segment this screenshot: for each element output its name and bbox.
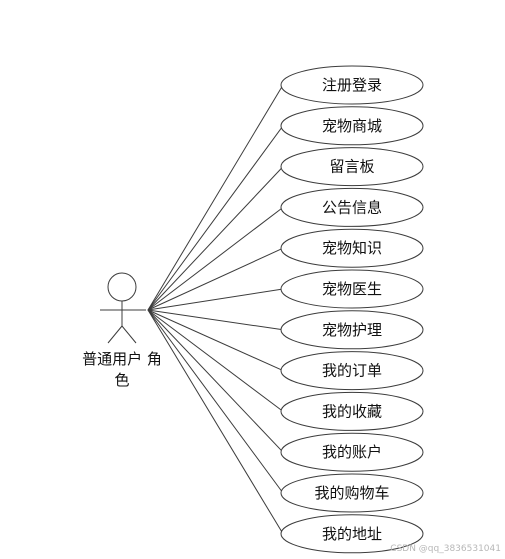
use-case: 我的购物车 [280,473,424,513]
use-case-list: 注册登录宠物商城留言板公告信息宠物知识宠物医生宠物护理我的订单我的收藏我的账户我… [280,65,424,554]
use-case: 留言板 [280,147,424,187]
use-case-ellipse [280,514,424,554]
use-case: 我的收藏 [280,391,424,431]
use-case: 宠物知识 [280,228,424,268]
association-lines [147,84,284,535]
use-case: 我的订单 [280,351,424,391]
use-case-label: 宠物医生 [322,280,382,298]
actor-right-leg [121,325,137,344]
actor-figure: 普通用户 角 色 [82,272,162,389]
use-case: 公告信息 [280,187,424,227]
actor-label-line-1: 普通用户 角 [82,350,162,368]
use-case-ellipse [280,187,424,227]
use-case-label: 宠物护理 [322,321,382,339]
use-case: 宠物护理 [280,310,424,350]
use-case: 我的地址 [280,514,424,554]
association-line [147,84,284,311]
use-case-ellipse [280,106,424,146]
use-case: 宠物医生 [280,269,424,309]
use-case-label: 我的账户 [322,443,382,461]
use-case-ellipse [280,65,424,105]
use-case: 宠物商城 [280,106,424,146]
use-case-ellipse [280,351,424,391]
use-case-ellipse [280,310,424,350]
association-line [147,309,284,372]
use-case-label: 我的地址 [322,525,382,543]
association-line [147,247,284,311]
watermark: CSDN @qq_3836531041 [390,544,501,554]
association-line [147,309,284,535]
association-line [147,125,284,311]
use-case-label: 公告信息 [322,198,382,216]
use-case-ellipse [280,473,424,513]
use-case-ellipse [280,147,424,187]
association-line [147,309,284,453]
use-case-label: 留言板 [329,158,374,176]
use-case-label: 我的收藏 [322,402,382,420]
association-line [147,166,284,311]
actor-head [107,272,137,302]
association-line [147,207,284,311]
use-case-ellipse [280,391,424,431]
association-line [147,309,284,412]
use-case-ellipse [280,269,424,309]
use-case-ellipse [280,228,424,268]
use-case-label: 我的购物车 [314,484,389,502]
use-case: 注册登录 [280,65,424,105]
actor-left-leg [107,325,123,344]
use-case-label: 宠物知识 [322,239,382,257]
association-line [147,309,284,494]
association-line [147,288,284,311]
use-case-label: 宠物商城 [322,117,382,135]
use-case-label: 我的订单 [322,362,382,380]
use-case-ellipse [280,432,424,472]
association-line [147,309,284,331]
use-case-label: 注册登录 [322,76,382,94]
actor-label-line-2: 色 [114,371,129,389]
use-case: 我的账户 [280,432,424,472]
